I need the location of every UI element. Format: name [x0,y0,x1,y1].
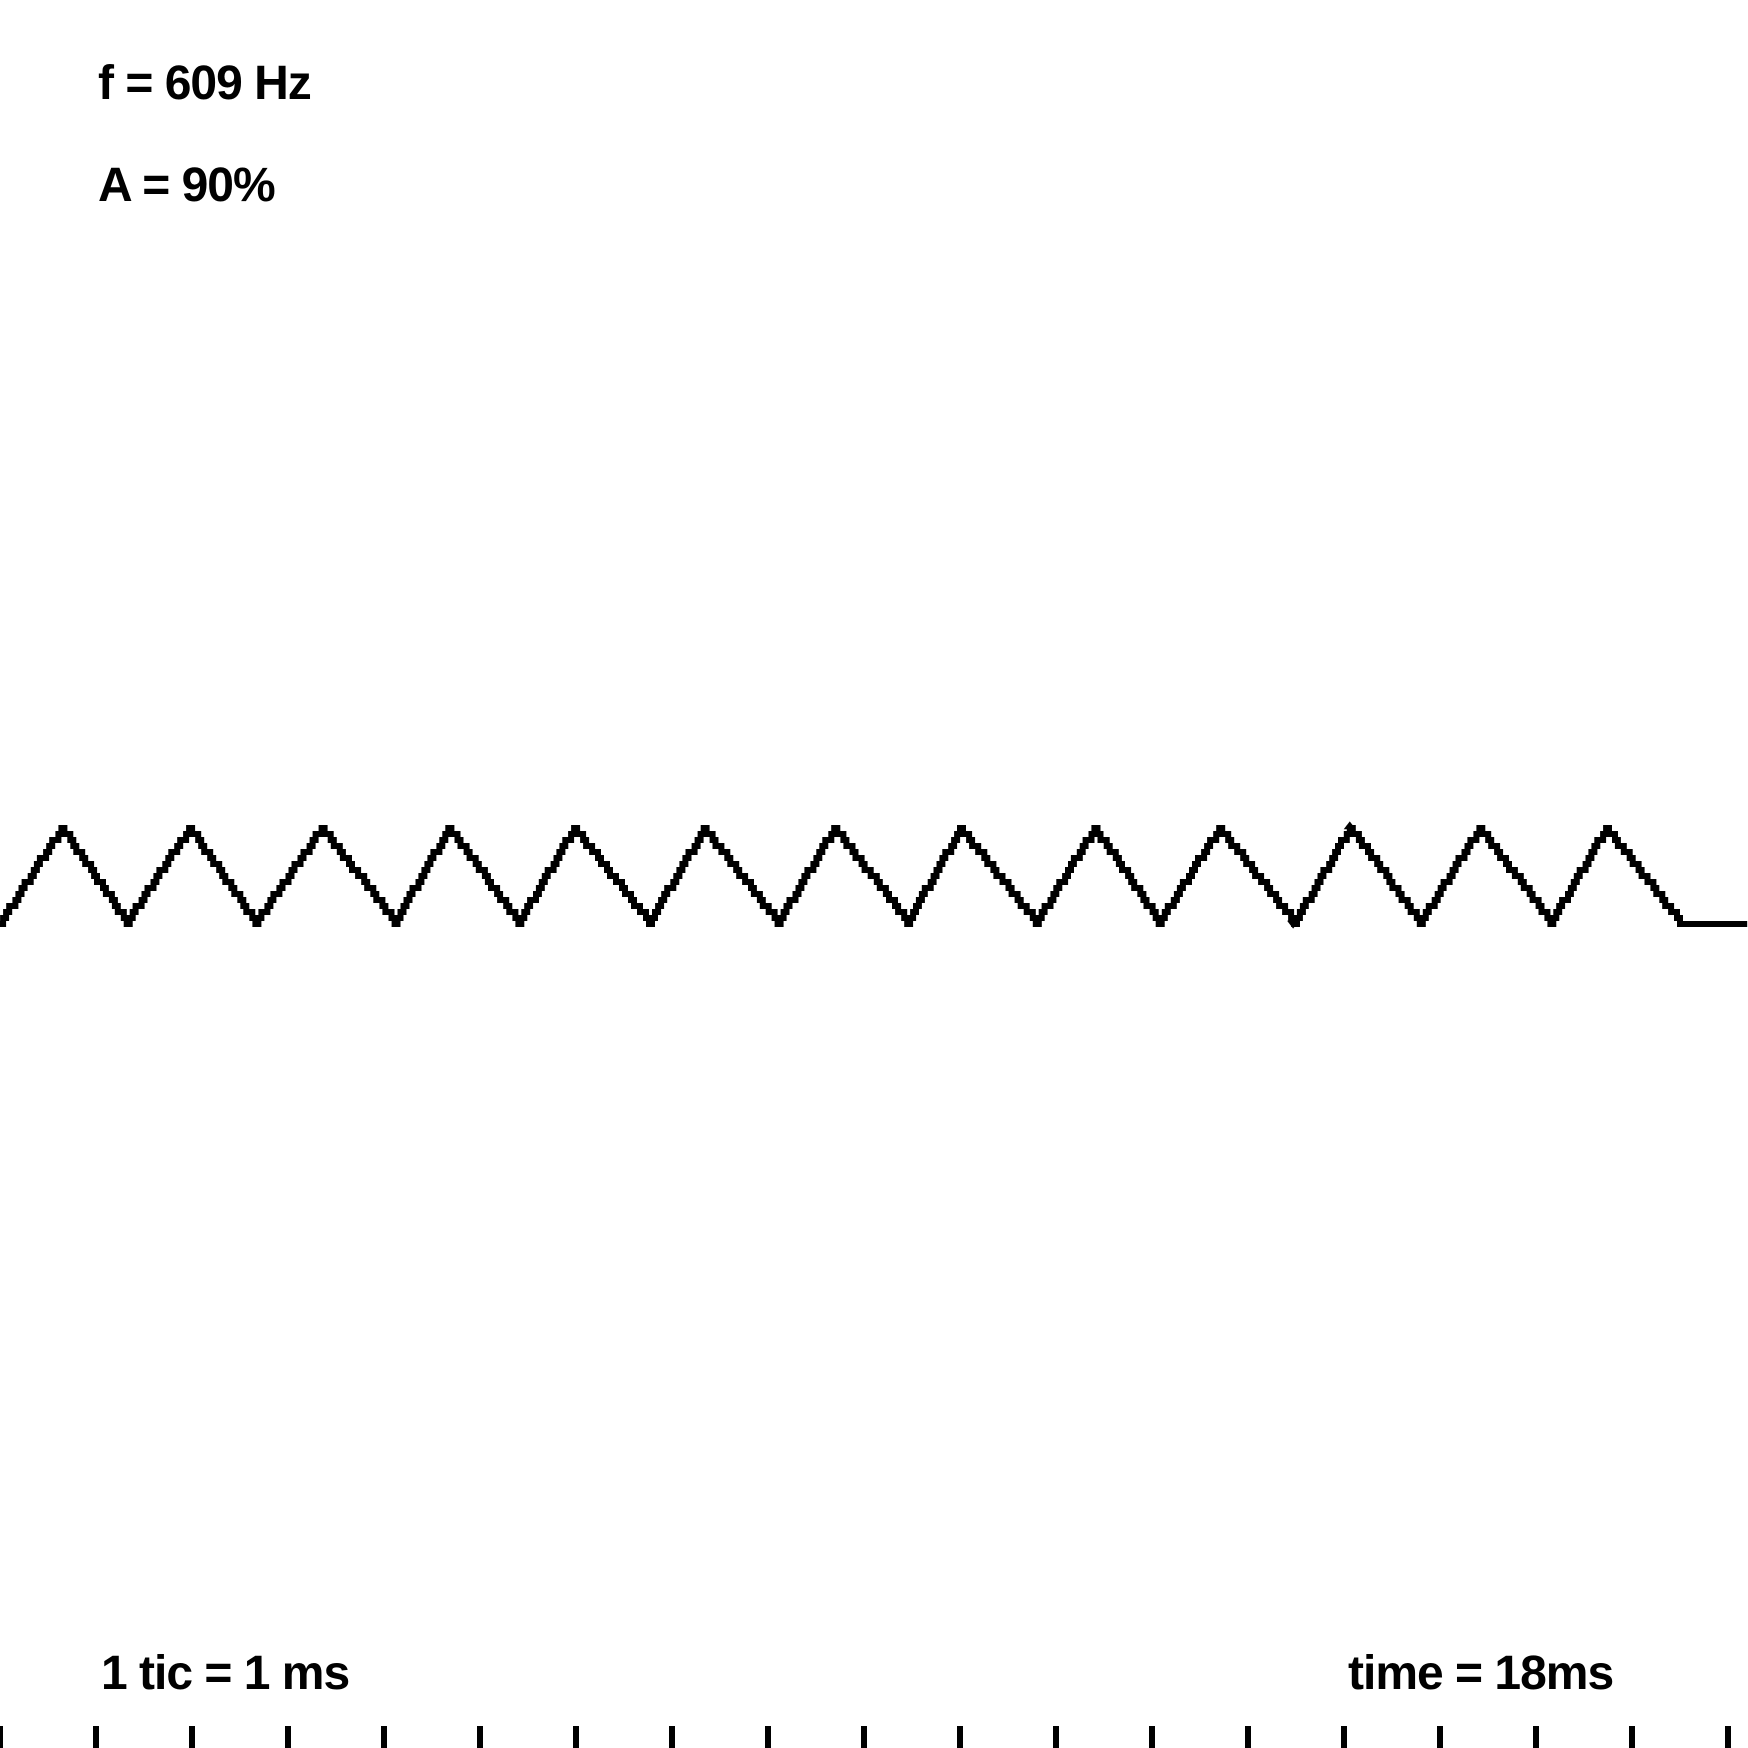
frequency-readout: f = 609 Hz [98,57,312,110]
time-axis-ticks [0,1726,1731,1748]
waveform-trace-group [0,821,1748,929]
waveform-line [0,825,1748,927]
waveform-glitch-spike [1343,821,1356,830]
waveform-glitch-spike [1287,920,1300,929]
elapsed-time-readout: time = 18ms [1348,1647,1614,1700]
amplitude-readout: A = 90% [98,159,276,212]
tick-scale-label: 1 tic = 1 ms [101,1647,350,1700]
